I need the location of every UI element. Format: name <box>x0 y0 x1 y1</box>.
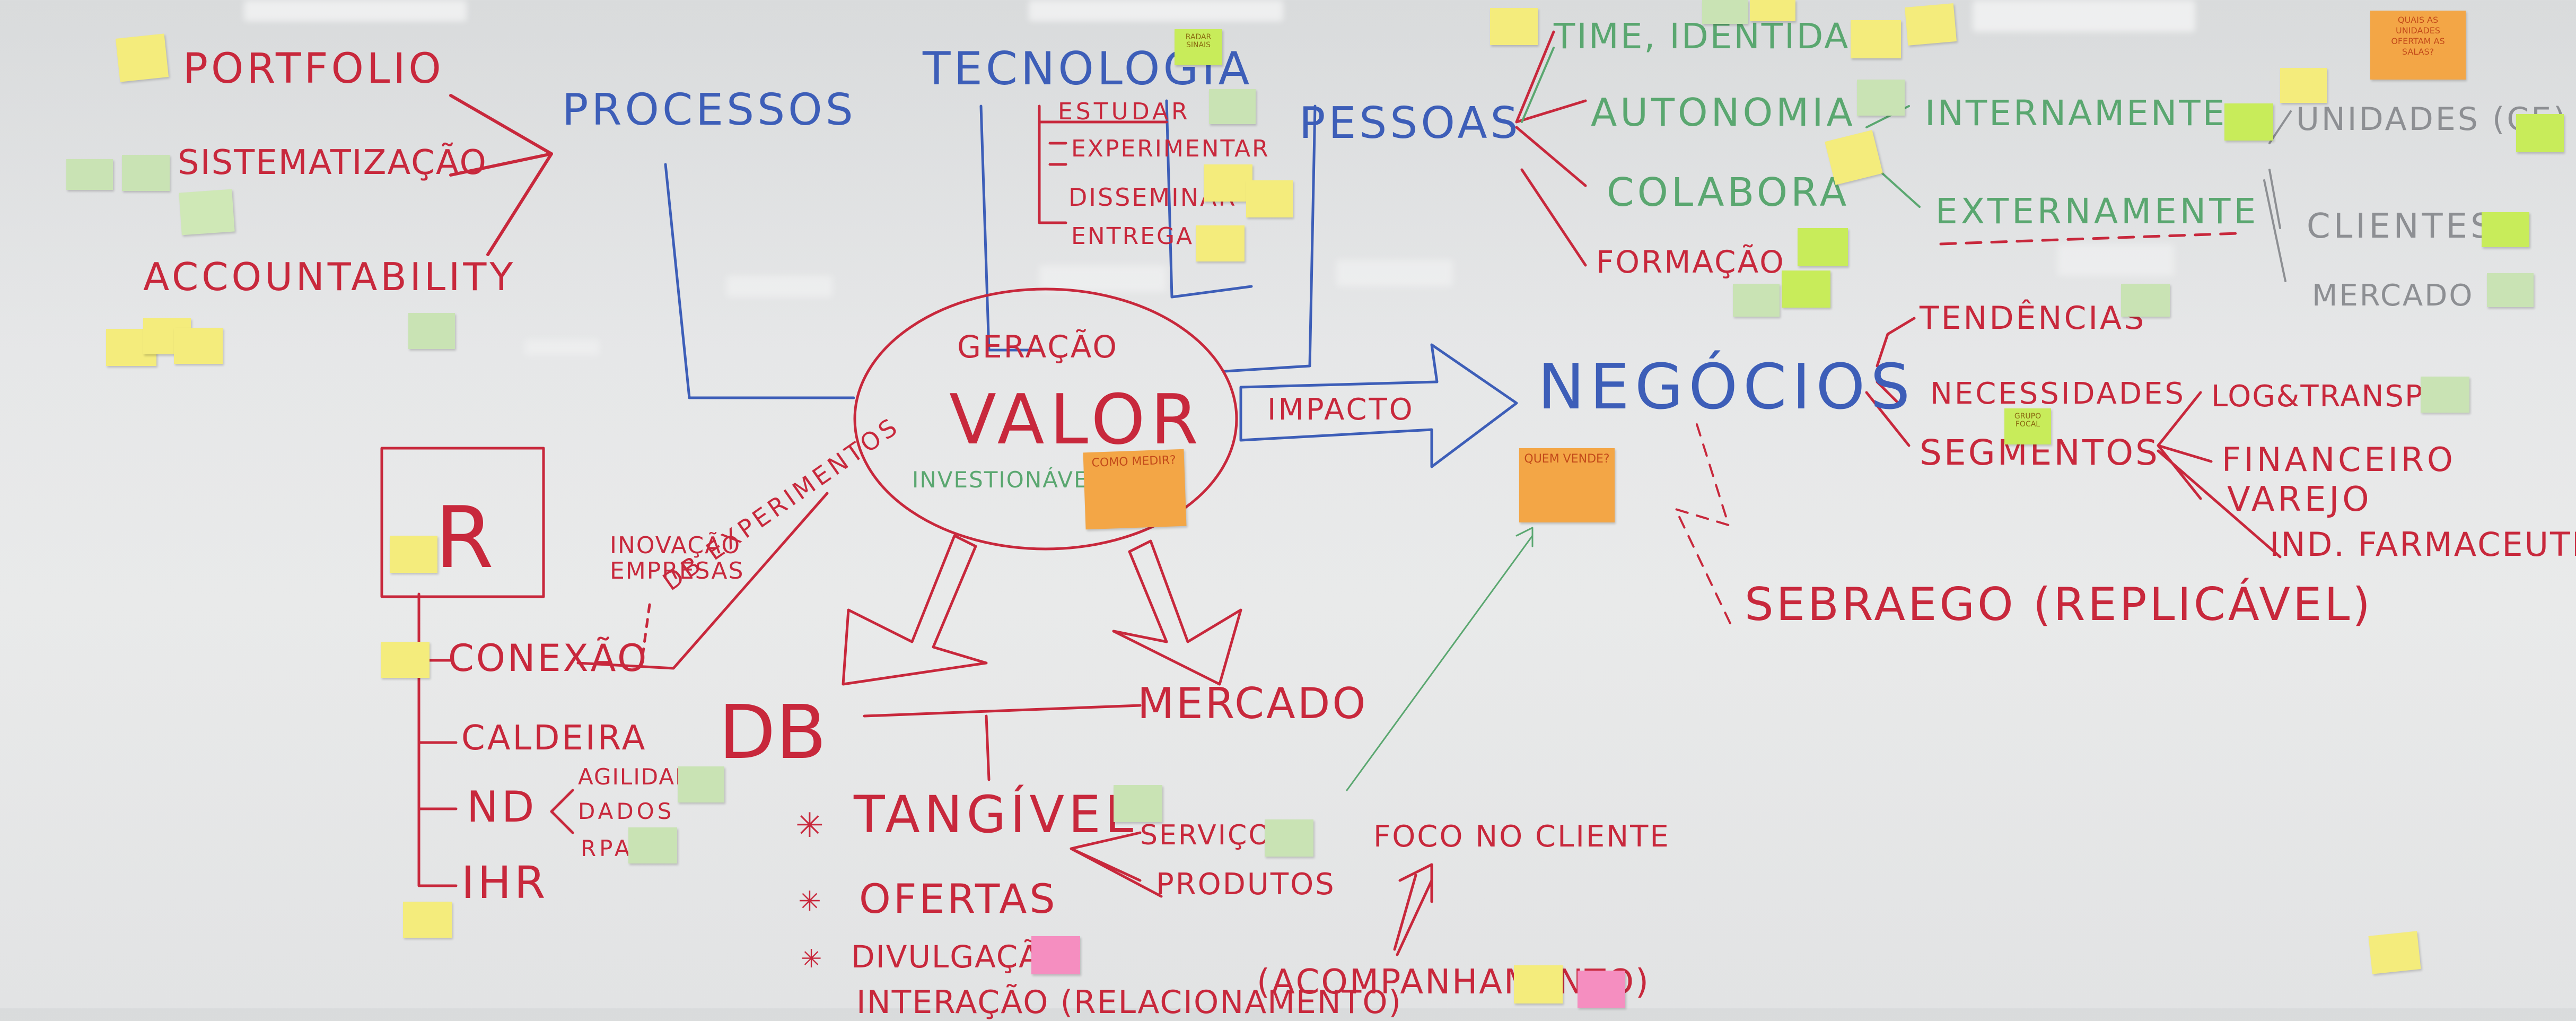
sticky-note <box>122 155 170 191</box>
accountability-label: ACCOUNTABILITY <box>143 255 516 299</box>
sticky-note <box>390 536 437 573</box>
sticky-note <box>1578 971 1625 1008</box>
sticky-note-radar: RADAR SINAIS <box>1175 29 1222 65</box>
bl-item-nd: ND <box>467 782 538 832</box>
bullet-divulgacao: ✳ <box>801 944 826 974</box>
processos-label: PROCESSOS <box>562 85 856 135</box>
sticky-note <box>1798 228 1848 266</box>
segment-log: LOG&TRANSP. <box>2211 379 2430 414</box>
mercado-label: MERCADO <box>1137 679 1368 728</box>
sticky-note <box>1196 225 1245 261</box>
sticky-note <box>408 313 455 349</box>
r-box-letter: R <box>435 488 497 587</box>
internamente-label: INTERNAMENTE <box>1925 93 2227 134</box>
negocios-title: NEGÓCIOS <box>1538 350 1916 423</box>
sticky-note <box>381 642 430 678</box>
negocios-item-necessidades: NECESSIDADES <box>1930 377 2186 411</box>
sticky-note <box>1031 936 1080 974</box>
valor-label: VALOR <box>949 379 1204 460</box>
sticky-note <box>678 766 724 802</box>
light-reflection <box>1973 0 2195 32</box>
pessoas-item-formacao: FORMAÇÃO <box>1596 244 1785 280</box>
segment-varejo: VAREJO <box>2227 480 2372 519</box>
sticky-note <box>1114 785 1162 822</box>
sticky-note <box>1782 270 1830 308</box>
impacto-label: IMPACTO <box>1267 392 1415 427</box>
sticky-note <box>1265 819 1313 857</box>
sticky-note <box>2280 68 2327 103</box>
light-reflection <box>1039 265 1167 292</box>
sticky-note-grupo-focal: GRUPO FOCAL <box>2004 408 2051 444</box>
produtos-label: PRODUTOS <box>1156 867 1336 902</box>
tangivel-label: TANGÍVEL <box>854 785 1138 844</box>
negocios-item-tendencias: TENDÊNCIAS <box>1920 300 2146 337</box>
sticky-note <box>1905 3 1957 46</box>
inovacao-label: INOVAÇÃO EMPRESAS <box>610 532 744 584</box>
bullet-ofertas: ✳ <box>798 886 825 918</box>
sticky-note <box>1514 965 1563 1003</box>
sticky-note <box>179 189 235 235</box>
servicos-label: SERVIÇOS <box>1140 819 1291 851</box>
light-reflection <box>1029 0 1283 21</box>
sticky-note-como-medir: COMO MEDIR? <box>1083 449 1187 530</box>
sticky-note <box>1857 80 1905 116</box>
geracao-label: GERAÇÃO <box>957 329 1119 365</box>
db-label: DB <box>719 690 827 776</box>
sticky-note <box>1750 0 1795 21</box>
tech-step-experimentar: EXPERIMENTAR <box>1071 135 1270 162</box>
tech-step-estudar: ESTUDAR <box>1058 98 1191 125</box>
pessoas-title: PESSOAS <box>1299 98 1521 149</box>
segment-financeiro: FINANCEIRO <box>2222 440 2456 479</box>
sticky-note <box>115 33 169 82</box>
mercado-gray-label: MERCADO <box>2312 278 2474 313</box>
bl-item-caldeira: CALDEIRA <box>461 719 647 758</box>
sticky-note <box>1702 0 1748 24</box>
light-reflection <box>726 276 833 297</box>
sticky-note <box>1246 180 1293 217</box>
portfolio-label: PORTFOLIO <box>183 45 444 93</box>
light-reflection <box>244 0 467 21</box>
bl-item-conexao: CONEXÃO <box>448 636 649 680</box>
sticky-note <box>2421 377 2469 413</box>
pessoas-item-colabora: COLABORA <box>1607 170 1850 215</box>
sticky-note <box>2368 931 2421 974</box>
divulgacao-label: DIVULGAÇÃO <box>851 939 1066 975</box>
bullet-tangivel: ✳ <box>795 806 827 845</box>
nd-sub-rpa: RPA <box>581 835 633 861</box>
sticky-note <box>403 902 452 938</box>
bl-item-ihr: IHR <box>461 857 549 909</box>
sticky-note <box>628 827 677 863</box>
sticky-note <box>1209 89 1256 124</box>
light-reflection <box>2057 244 2174 276</box>
foco-cliente-label: FOCO NO CLIENTE <box>1373 819 1670 854</box>
light-reflection <box>525 339 599 355</box>
sticky-note <box>2224 103 2273 141</box>
sticky-note <box>2487 273 2534 307</box>
sticky-note <box>2482 212 2529 247</box>
investimento-label: INVESTIONÁVEL <box>912 467 1102 493</box>
clientes-label: CLIENTES <box>2307 207 2495 246</box>
segment-farmaceutico: IND. FARMACEUTIC <box>2270 525 2576 564</box>
sticky-note <box>1733 284 1780 317</box>
pessoas-item-autonomia: AUTONOMIA <box>1591 90 1856 135</box>
nd-sub-dados: DADOS <box>578 798 675 824</box>
sticky-note <box>2516 114 2564 152</box>
sticky-note <box>1851 20 1901 58</box>
externamente-label: EXTERNAMENTE <box>1935 191 2259 232</box>
sebraego-label: SEBRAEGO (REPLICÁVEL) <box>1745 578 2373 631</box>
sticky-note-unidades: QUAIS AS UNIDADES OFERTAM AS SALAS? <box>2370 11 2466 80</box>
sticky-note <box>174 328 223 364</box>
sticky-note <box>1204 164 1252 202</box>
light-reflection <box>1336 260 1453 286</box>
ofertas-label: OFERTAS <box>859 875 1058 922</box>
sistematizacao-label: SISTEMATIZAÇÃO <box>178 143 487 182</box>
tech-step-entregar: ENTREGAR <box>1071 223 1212 250</box>
sticky-note <box>1490 8 1538 45</box>
sticky-note <box>2121 284 2170 317</box>
sticky-note <box>66 159 113 190</box>
sticky-note-quem-vende: QUEM VENDE? <box>1519 448 1615 522</box>
